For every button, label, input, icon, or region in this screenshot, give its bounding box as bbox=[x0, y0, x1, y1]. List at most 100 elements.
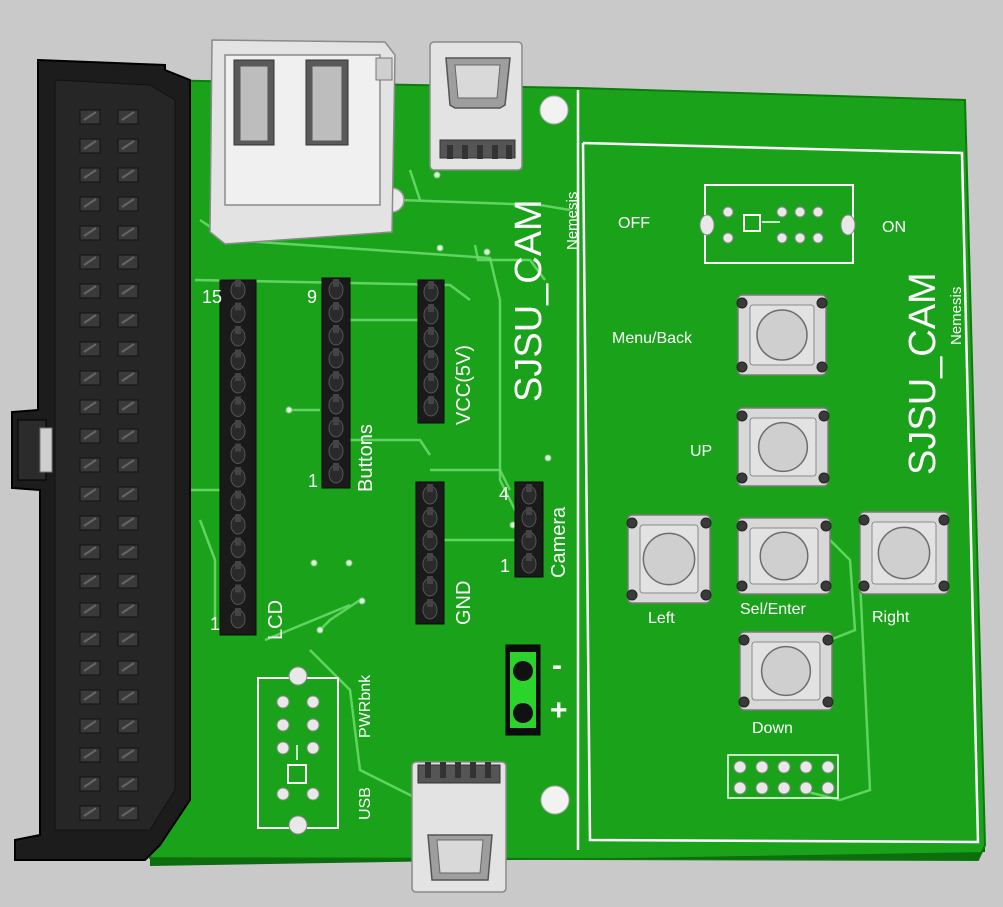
idc-pin bbox=[117, 515, 139, 531]
lcd-label: LCD bbox=[265, 600, 287, 640]
header-pin bbox=[423, 327, 439, 348]
switch-pad bbox=[794, 232, 806, 244]
idc-pin bbox=[79, 776, 101, 792]
header-pin bbox=[230, 373, 246, 394]
left-label: Left bbox=[648, 610, 675, 627]
idc-pin bbox=[79, 428, 101, 444]
header-pin bbox=[521, 553, 537, 574]
vcc-label: VCC(5V) bbox=[453, 345, 475, 425]
idc-pin bbox=[79, 689, 101, 705]
header-pin bbox=[521, 507, 537, 528]
header-pin bbox=[328, 394, 344, 415]
idc-pin bbox=[79, 544, 101, 560]
buttons-top-pin-label: 9 bbox=[307, 287, 317, 307]
header-pin bbox=[230, 467, 246, 488]
idc-pin bbox=[117, 718, 139, 734]
right-title: SJSU_CAM bbox=[902, 272, 944, 475]
pwrbnk-footprint bbox=[257, 666, 339, 835]
header-pin bbox=[423, 373, 439, 394]
gnd-label: GND bbox=[453, 581, 475, 625]
idc-pin bbox=[117, 689, 139, 705]
header-pin bbox=[328, 417, 344, 438]
left-board-silkscreen: SJSU_CAM Nemesis LCD 15 1 Buttons 9 1 VC… bbox=[202, 192, 581, 820]
idc-pin bbox=[117, 225, 139, 241]
switch-pad bbox=[812, 232, 824, 244]
right-button[interactable] bbox=[858, 511, 950, 595]
bottom-header-pad bbox=[777, 781, 791, 795]
buttons-label: Buttons bbox=[355, 424, 377, 492]
idc-pin bbox=[117, 602, 139, 618]
header-pin bbox=[328, 348, 344, 369]
header-pin bbox=[423, 304, 439, 325]
camera-top-pin-label: 4 bbox=[499, 484, 509, 504]
bottom-header-pad bbox=[799, 760, 813, 774]
idc-pin bbox=[79, 573, 101, 589]
idc-pin bbox=[117, 805, 139, 821]
idc-pin bbox=[79, 718, 101, 734]
switch-off-label: OFF bbox=[618, 215, 650, 232]
header-pin bbox=[328, 440, 344, 461]
usb-label: USB bbox=[357, 787, 374, 820]
idc-pin bbox=[79, 109, 101, 125]
pcb-board-shadow-edge bbox=[150, 845, 985, 866]
left-button[interactable] bbox=[626, 514, 712, 604]
pwrbnk-pad bbox=[306, 787, 320, 801]
buttons-bottom-pin-label: 1 bbox=[308, 471, 318, 491]
down-button[interactable] bbox=[738, 631, 834, 711]
header-pin bbox=[328, 279, 344, 300]
bottom-header-pad bbox=[777, 760, 791, 774]
idc-pin bbox=[79, 805, 101, 821]
pwrbnk-pad bbox=[306, 741, 320, 755]
pwrbnk-pad bbox=[306, 695, 320, 709]
switch-on-label: ON bbox=[882, 219, 906, 236]
idc-pin bbox=[117, 283, 139, 299]
switch-pad bbox=[776, 232, 788, 244]
idc-pin bbox=[79, 167, 101, 183]
idc-pin bbox=[79, 486, 101, 502]
header-pin bbox=[230, 396, 246, 417]
header-pin bbox=[230, 514, 246, 535]
vcc-pin-header bbox=[417, 279, 445, 424]
header-pin bbox=[423, 396, 439, 417]
mounting-hole bbox=[539, 95, 569, 125]
header-pin bbox=[230, 349, 246, 370]
idc-pin bbox=[79, 138, 101, 154]
header-pin bbox=[423, 350, 439, 371]
switch-pad bbox=[722, 206, 734, 218]
lcd-pin-header bbox=[219, 279, 257, 636]
idc-pin bbox=[79, 225, 101, 241]
sel-enter-button[interactable] bbox=[736, 517, 832, 595]
idc-pin bbox=[117, 254, 139, 270]
idc-pin bbox=[79, 341, 101, 357]
camera-pin-header bbox=[514, 481, 544, 578]
lcd-bottom-pin-label: 1 bbox=[210, 614, 220, 634]
header-pin bbox=[328, 463, 344, 484]
header-pin bbox=[521, 484, 537, 505]
idc-pin bbox=[117, 544, 139, 560]
header-pin bbox=[230, 279, 246, 300]
idc-pin bbox=[79, 283, 101, 299]
menu-back-button[interactable] bbox=[736, 294, 828, 376]
header-pin bbox=[230, 584, 246, 605]
usb-a-connector bbox=[209, 39, 396, 245]
idc-pin bbox=[117, 370, 139, 386]
pwrbnk-pad bbox=[276, 787, 290, 801]
up-button[interactable] bbox=[736, 407, 830, 487]
header-pin bbox=[230, 302, 246, 323]
camera-bottom-pin-label: 1 bbox=[500, 556, 510, 576]
header-pin bbox=[328, 371, 344, 392]
idc-pin bbox=[79, 370, 101, 386]
header-pin bbox=[422, 599, 438, 620]
header-pin bbox=[422, 553, 438, 574]
idc-pin bbox=[117, 196, 139, 212]
idc-pin bbox=[117, 747, 139, 763]
idc-pin bbox=[79, 631, 101, 647]
header-pin bbox=[230, 490, 246, 511]
idc-pin bbox=[79, 312, 101, 328]
bottom-header-pad bbox=[755, 760, 769, 774]
idc-pin bbox=[79, 602, 101, 618]
header-pin bbox=[230, 326, 246, 347]
gnd-pin-header bbox=[415, 481, 445, 625]
pwrbnk-label: PWRbnk bbox=[357, 674, 374, 738]
